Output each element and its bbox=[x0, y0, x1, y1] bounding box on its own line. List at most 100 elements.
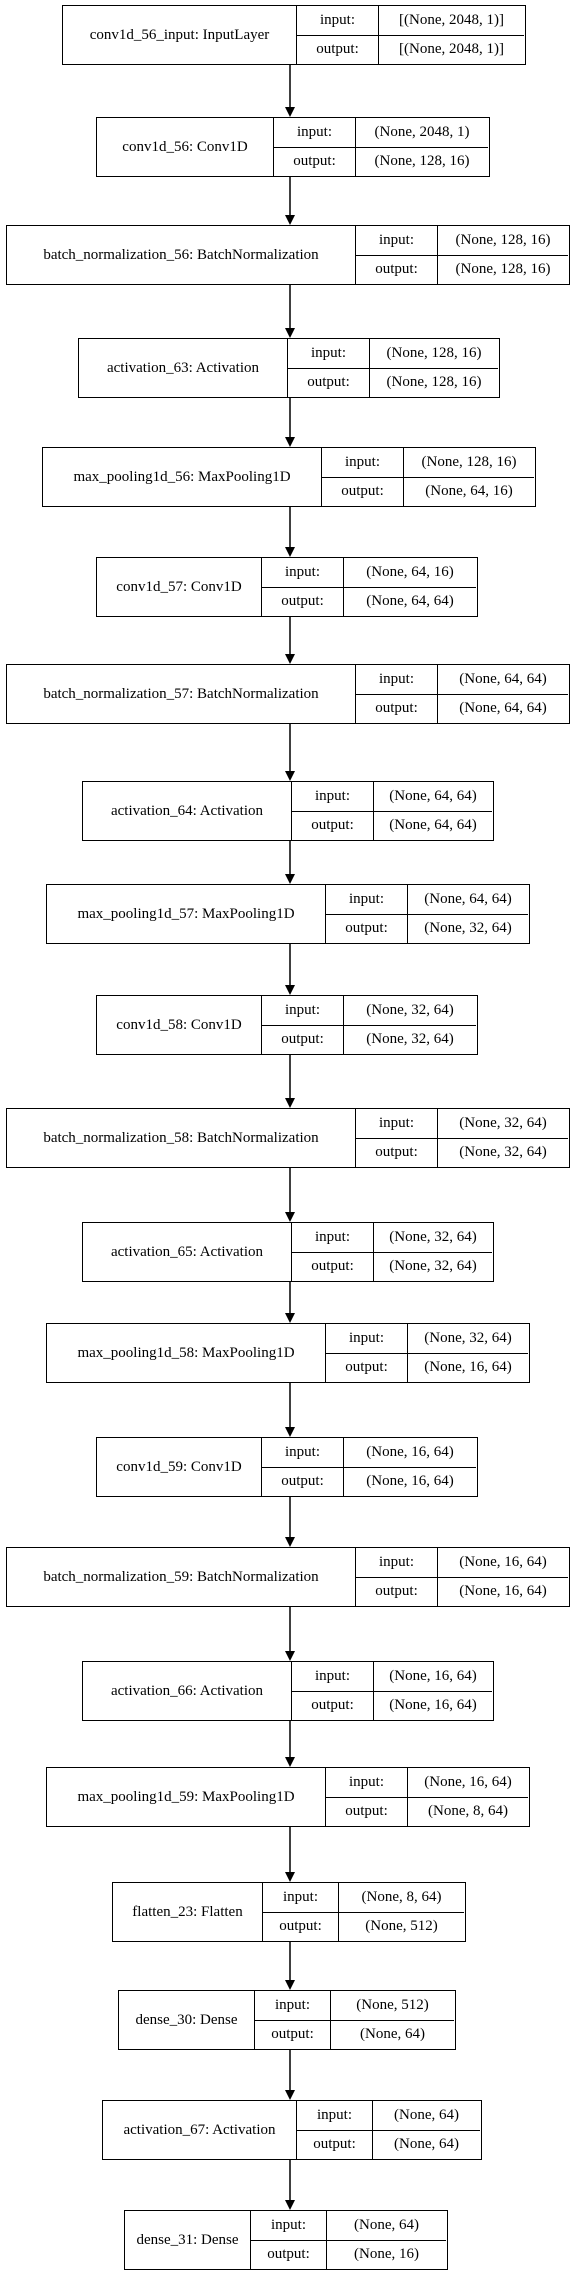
output-label: output: bbox=[297, 2130, 373, 2159]
input-row: input:(None, 64, 16) bbox=[262, 558, 476, 587]
layer-name: activation_65: Activation bbox=[83, 1223, 292, 1281]
layer-name: batch_normalization_59: BatchNormalizati… bbox=[7, 1548, 356, 1606]
layer-name: max_pooling1d_56: MaxPooling1D bbox=[43, 448, 322, 506]
input-label: input: bbox=[251, 2211, 327, 2240]
output-row: output:(None, 512) bbox=[263, 1911, 464, 1941]
arrowhead-icon bbox=[285, 771, 295, 781]
io-table: input:(None, 32, 64)output:(None, 32, 64… bbox=[292, 1223, 492, 1281]
arrowhead-icon bbox=[285, 215, 295, 225]
input-label: input: bbox=[356, 1109, 438, 1138]
layer-name: conv1d_56_input: InputLayer bbox=[63, 6, 297, 64]
output-row: output: (None, 32, 64) bbox=[262, 1024, 476, 1054]
input-row: input:(None, 32, 64) bbox=[292, 1223, 492, 1252]
arrowhead-icon bbox=[285, 1313, 295, 1323]
input-shape: (None, 64, 64) bbox=[389, 787, 477, 804]
output-row: output: (None, 8, 64) bbox=[326, 1796, 528, 1826]
output-shape: (None, 32, 64) bbox=[366, 1031, 454, 1048]
layer-name: batch_normalization_56: BatchNormalizati… bbox=[7, 226, 356, 284]
output-shape: (None, 128, 16) bbox=[374, 153, 470, 170]
input-row: input: (None, 32, 64) bbox=[262, 996, 476, 1025]
input-shape: (None, 64) bbox=[394, 2106, 459, 2123]
input-row: input:(None, 16, 64) bbox=[356, 1548, 568, 1577]
input-shape: (None, 32, 64) bbox=[459, 1114, 547, 1131]
input-row: input:(None, 32, 64) bbox=[326, 1324, 528, 1353]
input-label: input: bbox=[356, 1548, 438, 1577]
input-shape: (None, 64, 64) bbox=[424, 890, 512, 907]
output-shape: (None, 16, 64) bbox=[366, 1473, 454, 1490]
input-shape: (None, 16, 64) bbox=[389, 1667, 477, 1684]
io-table: input:[(None, 2048, 1)]output:[(None, 20… bbox=[297, 6, 524, 64]
output-row: output:(None, 64) bbox=[297, 2129, 480, 2159]
output-shape: (None, 32, 64) bbox=[459, 1144, 547, 1161]
output-row: output: (None, 32, 64) bbox=[356, 1137, 568, 1167]
input-row: input: (None, 32, 64) bbox=[356, 1109, 568, 1138]
io-table: input:(None, 16, 64)output:(None, 16, 64… bbox=[292, 1662, 492, 1720]
input-shape: (None, 8, 64) bbox=[361, 1888, 442, 1905]
io-table: input:(None, 128, 16)output:(None, 128, … bbox=[288, 339, 498, 397]
output-row: output:(None, 64) bbox=[255, 2019, 454, 2049]
output-label: output: bbox=[263, 1912, 339, 1941]
output-label: output: bbox=[288, 368, 370, 397]
layer-name: activation_66: Activation bbox=[83, 1662, 292, 1720]
output-label: output: bbox=[326, 1353, 408, 1382]
input-label: input: bbox=[292, 1223, 374, 1252]
output-label: output: bbox=[356, 1577, 438, 1606]
arrowhead-icon bbox=[285, 1427, 295, 1437]
input-label: input: bbox=[292, 1662, 374, 1691]
io-table: input:(None, 16, 64)output: (None, 16, 64… bbox=[356, 1548, 568, 1606]
output-shape: (None, 16, 64) bbox=[389, 1697, 477, 1714]
input-row: input:(None, 2048, 1) bbox=[274, 118, 488, 147]
input-label: input: bbox=[356, 226, 438, 255]
io-table: input:(None, 128, 16)output: (None, 64, 1… bbox=[322, 448, 534, 506]
output-label: output: bbox=[292, 811, 374, 840]
output-label: output: bbox=[356, 1138, 438, 1167]
input-shape: (None, 128, 16) bbox=[455, 231, 551, 248]
layer-name: conv1d_58: Conv1D bbox=[97, 996, 262, 1054]
output-shape: (None, 16, 64) bbox=[459, 1583, 547, 1600]
io-table: input:(None, 64, 16)output:(None, 64, 64… bbox=[262, 558, 476, 616]
io-table: input:(None, 8, 64)output:(None, 512) bbox=[263, 1883, 464, 1941]
output-shape: (None, 32, 64) bbox=[389, 1258, 477, 1275]
arrowhead-icon bbox=[285, 654, 295, 664]
output-shape: (None, 8, 64) bbox=[428, 1803, 508, 1820]
output-row: output:(None, 64, 64) bbox=[262, 586, 476, 616]
input-shape: (None, 32, 64) bbox=[366, 1001, 454, 1018]
output-shape: (None, 64, 16) bbox=[425, 483, 513, 500]
input-label: input: bbox=[262, 996, 344, 1025]
layer-name: max_pooling1d_58: MaxPooling1D bbox=[47, 1324, 326, 1382]
io-table: input:(None, 64, 64)output:(None, 64, 64… bbox=[356, 665, 568, 723]
output-label: output: bbox=[255, 2020, 331, 2049]
layer-node: batch_normalization_59: BatchNormalizati… bbox=[6, 1547, 570, 1607]
arrowhead-icon bbox=[285, 547, 295, 557]
layer-node: batch_normalization_58: BatchNormalizati… bbox=[6, 1108, 570, 1168]
output-label: output: bbox=[356, 694, 438, 723]
output-label: output: bbox=[262, 1025, 344, 1054]
input-label: input: bbox=[326, 1324, 408, 1353]
input-shape: (None, 64) bbox=[354, 2216, 419, 2233]
layer-name: batch_normalization_58: BatchNormalizati… bbox=[7, 1109, 356, 1167]
input-label: input: bbox=[297, 6, 379, 35]
output-shape: (None, 128, 16) bbox=[386, 374, 482, 391]
output-label: output: bbox=[251, 2240, 327, 2269]
arrowhead-icon bbox=[285, 985, 295, 995]
arrowhead-icon bbox=[285, 1757, 295, 1767]
input-row: input:(None, 128, 16) bbox=[322, 448, 534, 477]
output-row: output:[(None, 2048, 1)] bbox=[297, 34, 524, 64]
input-row: input:(None, 64, 64) bbox=[292, 782, 492, 811]
output-shape: (None, 32, 64) bbox=[424, 920, 512, 937]
io-table: input:(None, 128, 16)output:(None, 128, … bbox=[356, 226, 568, 284]
output-label: output: bbox=[322, 477, 404, 506]
arrowhead-icon bbox=[285, 874, 295, 884]
input-shape: (None, 16, 64) bbox=[366, 1443, 454, 1460]
arrowhead-icon bbox=[285, 437, 295, 447]
input-row: input: (None, 128, 16) bbox=[356, 226, 568, 255]
input-label: input: bbox=[297, 2101, 373, 2130]
output-label: output: bbox=[326, 1797, 408, 1826]
